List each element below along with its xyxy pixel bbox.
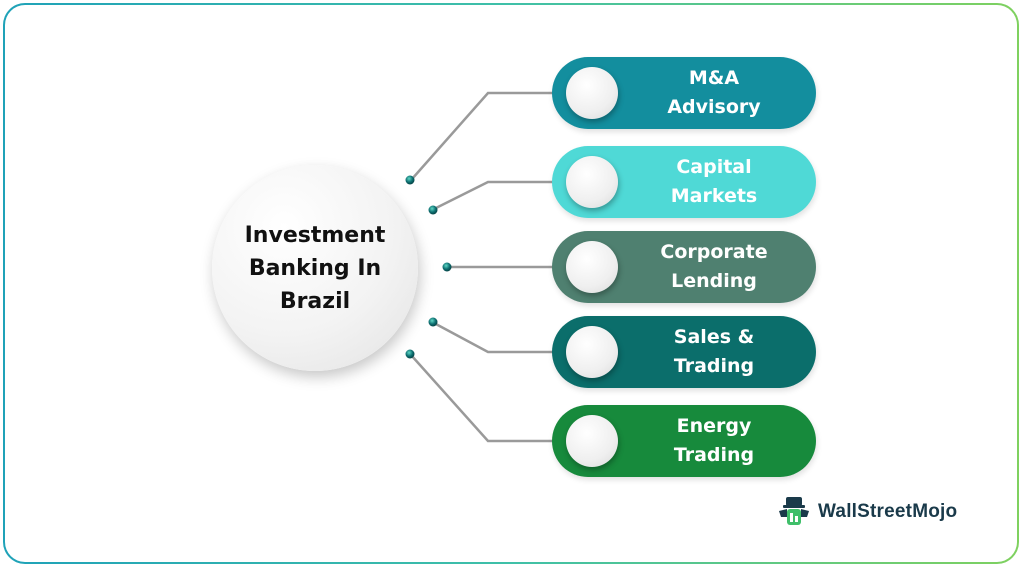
pill-knob	[566, 67, 618, 119]
connector-dot	[428, 317, 438, 327]
connector-ma-advisory	[411, 91, 553, 180]
connector-dot	[442, 262, 452, 272]
service-label: Energy Trading	[673, 415, 755, 466]
brand-logo: WallStreetMojo	[776, 495, 957, 529]
connector-dot	[405, 349, 415, 359]
pill-knob	[566, 241, 618, 293]
service-pill-ma-advisory: M&A Advisory	[552, 57, 816, 129]
service-label: Capital Markets	[670, 156, 758, 207]
connector-dot	[405, 175, 415, 185]
brand-name: WallStreetMojo	[818, 501, 958, 522]
connector-dot	[428, 205, 438, 215]
connector-sales-trading	[433, 321, 553, 354]
service-label: Corporate Lending	[660, 241, 768, 292]
service-pill-sales-trading: Sales & Trading	[552, 316, 816, 388]
bull-bear-icon	[779, 497, 809, 525]
connector-energy-trading	[410, 354, 553, 443]
pill-knob	[566, 326, 618, 378]
pill-knob	[566, 156, 618, 208]
diagram-canvas	[5, 5, 1017, 562]
service-pill-corporate-lending: Corporate Lending	[552, 231, 816, 303]
service-label: M&A Advisory	[667, 67, 761, 118]
center-node: Investment Banking In Brazil	[212, 165, 418, 371]
service-label: Sales & Trading	[673, 326, 755, 377]
service-pill-energy-trading: Energy Trading	[552, 405, 816, 477]
pill-knob	[566, 415, 618, 467]
service-pill-capital-markets: Capital Markets	[552, 146, 816, 218]
diagram-frame	[3, 3, 1019, 564]
center-title: Investment Banking In Brazil	[244, 222, 386, 314]
connector-capital-markets	[433, 180, 553, 211]
